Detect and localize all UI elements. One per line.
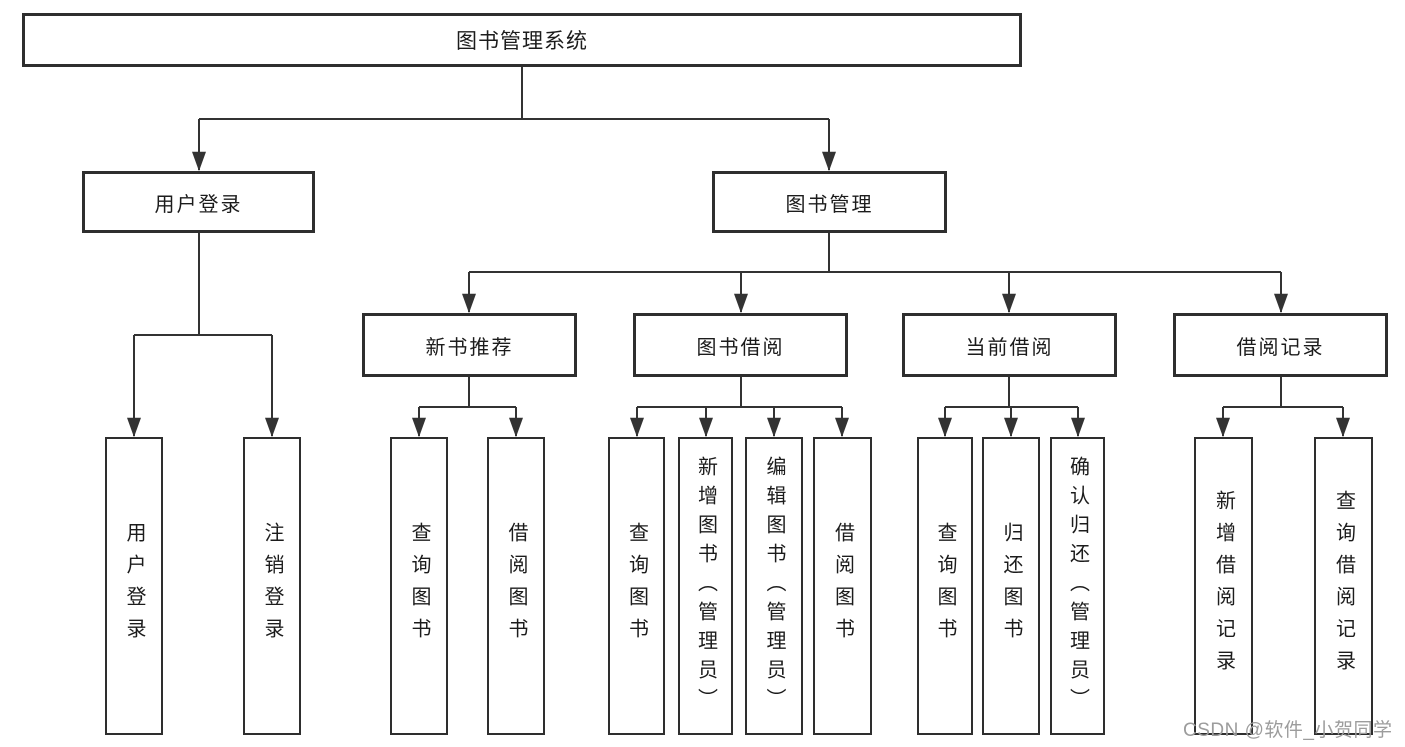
leaf-logout: 注销登录 <box>243 437 301 735</box>
node-label: 编辑图书（管理员） <box>763 455 785 717</box>
node-book-management: 图书管理 <box>712 171 947 233</box>
leaf-borrow-query-books: 查询图书 <box>608 437 665 735</box>
node-label: 注销登录 <box>261 522 283 650</box>
leaf-borrow-borrow-books: 借阅图书 <box>813 437 872 735</box>
leaf-current-return-books: 归还图书 <box>982 437 1040 735</box>
node-label: 用户登录 <box>154 193 243 216</box>
node-label: 新增图书（管理员） <box>694 455 717 717</box>
leaf-recommend-borrow-books: 借阅图书 <box>487 437 545 735</box>
node-borrowing-records: 借阅记录 <box>1173 313 1388 377</box>
node-book-borrowing: 图书借阅 <box>633 313 848 377</box>
node-label: 当前借阅 <box>965 336 1054 359</box>
leaf-recommend-query-books: 查询图书 <box>390 437 448 735</box>
node-label: 借阅图书 <box>505 522 527 650</box>
node-label: 新书推荐 <box>425 336 514 359</box>
csdn-watermark: CSDN @软件_小贺同学 <box>1183 720 1393 741</box>
node-current-borrowing: 当前借阅 <box>902 313 1117 377</box>
leaf-borrow-add-books-admin: 新增图书（管理员） <box>678 437 733 735</box>
node-label: 图书管理 <box>785 193 874 216</box>
node-user-login: 用户登录 <box>82 171 315 233</box>
leaf-records-query-record: 查询借阅记录 <box>1314 437 1373 735</box>
node-label: 图书管理系统 <box>456 30 588 53</box>
node-library-management-system: 图书管理系统 <box>22 13 1022 67</box>
node-label: 借阅图书 <box>831 522 854 650</box>
node-label: 归还图书 <box>1000 522 1022 650</box>
node-label: 新增借阅记录 <box>1212 490 1235 682</box>
leaf-current-query-books: 查询图书 <box>917 437 973 735</box>
node-label: 用户登录 <box>123 522 145 650</box>
leaf-borrow-edit-books-admin: 编辑图书（管理员） <box>745 437 803 735</box>
leaf-records-add-record: 新增借阅记录 <box>1194 437 1253 735</box>
node-label: 查询图书 <box>625 522 648 650</box>
leaf-current-confirm-return-admin: 确认归还（管理员） <box>1050 437 1105 735</box>
node-label: 确认归还（管理员） <box>1066 455 1089 717</box>
node-new-book-recommendation: 新书推荐 <box>362 313 577 377</box>
node-label: 查询图书 <box>934 522 956 650</box>
node-label: 图书借阅 <box>696 336 785 359</box>
node-label: 查询借阅记录 <box>1332 490 1355 682</box>
leaf-user-login: 用户登录 <box>105 437 163 735</box>
node-label: 借阅记录 <box>1236 336 1325 359</box>
node-label: 查询图书 <box>408 522 430 650</box>
